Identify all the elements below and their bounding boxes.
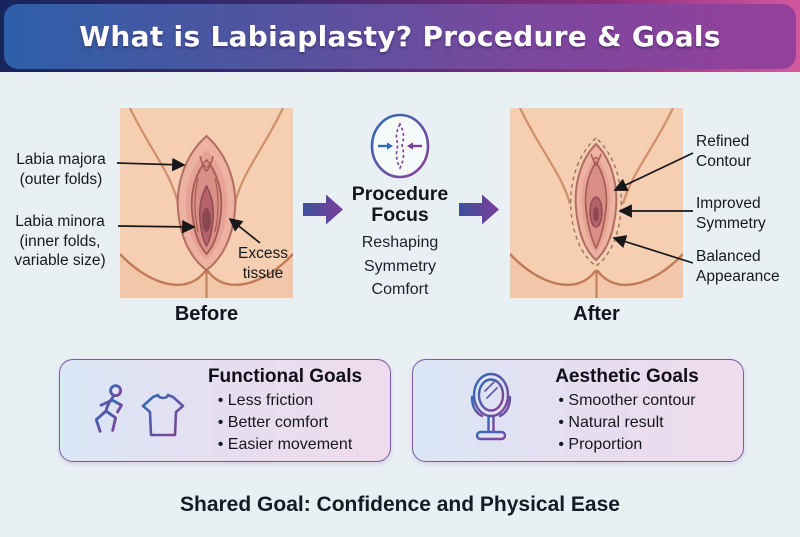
label-labia-minora: Labia minora (inner folds, variable size… [14,213,106,269]
label-improved-symmetry: Improved Symmetry [696,195,766,232]
aesthetic-goals-bullets: Smoother contour Natural result Proporti… [558,390,695,456]
compress-reshape-icon [370,113,430,179]
list-item: Better comfort [218,412,353,434]
label-refined-contour: Refined Contour [696,133,752,170]
functional-goals-bullets: Less friction Better comfort Easier move… [218,390,353,456]
header-banner: What is Labiaplasty? Procedure & Goals [0,0,800,72]
aesthetic-goals-box: Aesthetic Goals Smoother contour Natural… [412,359,744,462]
list-item: Proportion [558,434,695,456]
list-item: Smoother contour [558,390,695,412]
aesthetic-goals-title: Aesthetic Goals [555,365,699,387]
list-item: Less friction [218,390,353,412]
label-labia-majora: Labia majora (outer folds) [16,151,106,188]
arrow-right-icon [303,194,343,225]
before-caption: Before [174,303,239,325]
tshirt-icon [141,393,185,436]
header-gradient: What is Labiaplasty? Procedure & Goals [4,4,796,69]
after-illustration [510,108,683,298]
page-title: What is Labiaplasty? Procedure & Goals [79,20,721,53]
before-illustration [120,108,293,298]
list-item: Easier movement [218,434,353,456]
arrow-right-icon [459,194,499,225]
after-caption: After [573,303,620,325]
label-excess-tissue: Excess tissue [238,245,288,282]
procedure-focus-title: Procedure Focus [351,183,449,226]
procedure-focus-list: Reshaping Symmetry Comfort [361,234,439,298]
shared-goal-text: Shared Goal: Confidence and Physical Eas… [180,493,620,516]
functional-goals-title: Functional Goals [207,365,363,387]
list-item: Natural result [558,412,695,434]
runner-icon [74,383,123,433]
mirror-icon [470,372,512,440]
label-balanced-appearance: Balanced Appearance [696,248,780,285]
functional-goals-box: Functional Goals Less friction Better co… [59,359,391,462]
